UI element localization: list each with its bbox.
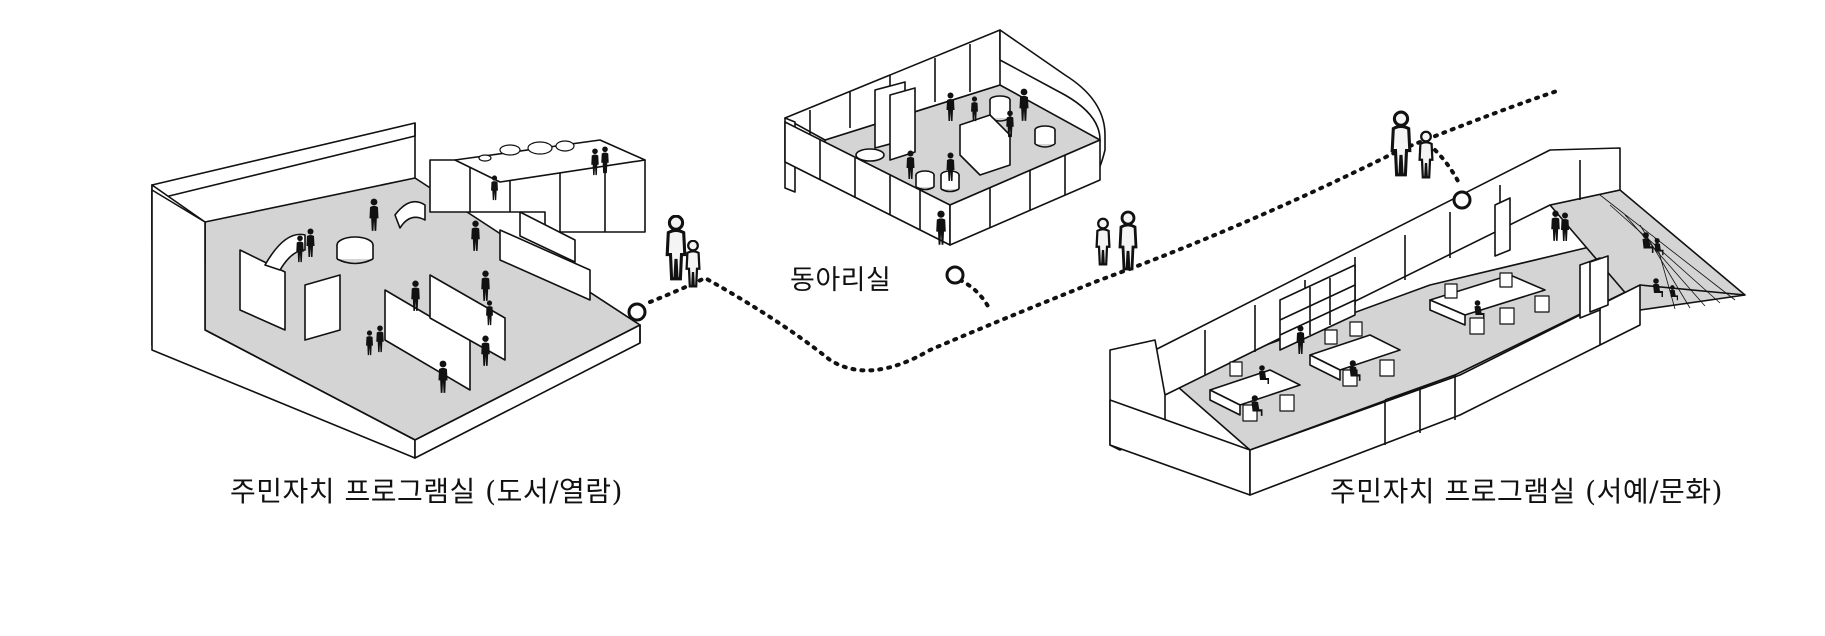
path-node-culture xyxy=(1452,190,1472,210)
culture-room-block xyxy=(1109,147,1746,496)
library-room-block xyxy=(151,122,646,459)
path-node-club xyxy=(945,265,965,285)
club-room-block xyxy=(784,29,1106,246)
culture-room-label: 주민자치 프로그램실 (서예/문화) xyxy=(1330,475,1723,508)
path-node-library xyxy=(627,302,647,322)
library-room-label: 주민자치 프로그램실 (도서/열람) xyxy=(230,475,623,508)
club-room-label: 동아리실 xyxy=(790,265,892,296)
stage-clouds xyxy=(478,140,575,162)
